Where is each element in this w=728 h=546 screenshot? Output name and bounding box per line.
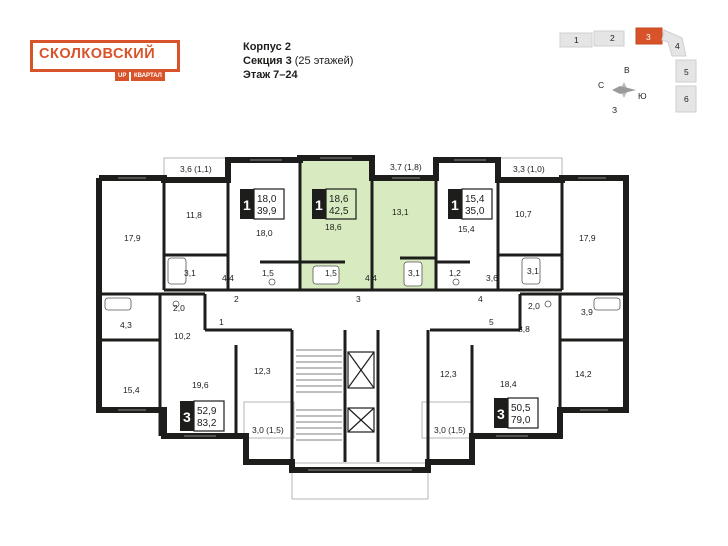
apartment-living: 18,6 — [329, 194, 349, 205]
apartment-total: 83,2 — [197, 418, 217, 429]
room-area: 3,0 (1,5) — [252, 425, 284, 435]
room-area: 10,2 — [174, 331, 191, 341]
room-area: 17,9 — [579, 233, 596, 243]
door-number: 3 — [356, 294, 361, 304]
apartment-rooms: 3 — [183, 409, 191, 425]
stairwell — [296, 349, 342, 441]
floor-label: Этаж 7–24 — [243, 69, 298, 81]
apartment-rooms: 1 — [315, 197, 323, 213]
room-area: 4,4 — [222, 273, 234, 283]
room-area: 11,8 — [186, 210, 202, 220]
door-number: 5 — [489, 317, 494, 327]
bathtub-icon — [167, 257, 187, 285]
apartment-total: 39,9 — [257, 206, 277, 217]
room-area: 3,6 (1,1) — [180, 164, 212, 174]
apartment-living: 52,9 — [197, 406, 217, 417]
apartment-badge[interactable]: 1 18,0 39,9 — [240, 188, 285, 220]
sink-icon — [452, 278, 460, 286]
room-area: 3,7 (1,8) — [390, 162, 422, 172]
apartment-badge[interactable]: 3 52,9 83,2 — [180, 400, 225, 432]
apartment-badge[interactable]: 3 50,5 79,0 — [494, 397, 539, 429]
apartment-living: 50,5 — [511, 403, 531, 414]
apartment-living: 18,0 — [257, 194, 277, 205]
room-area: 3,0 (1,5) — [434, 425, 466, 435]
room-area: 3,1 — [184, 268, 196, 278]
korpus-label: Корпус 2 — [243, 41, 291, 53]
room-area: 18,4 — [500, 379, 517, 389]
apartment-living: 15,4 — [465, 194, 485, 205]
room-area: 14,2 — [575, 369, 592, 379]
room-area: 1,5 — [262, 268, 274, 278]
room-area: 12,3 — [440, 369, 457, 379]
balcony-bottom-left — [243, 401, 295, 439]
room-area: 13,1 — [392, 207, 409, 217]
apartment-total: 42,5 — [329, 206, 349, 217]
room-area: 19,6 — [192, 380, 209, 390]
apartment-rooms: 1 — [243, 197, 251, 213]
brand-logo: СКОЛКОВСКИЙ UP КВАРТАЛ — [30, 40, 180, 81]
room-area: 18,0 — [256, 228, 273, 238]
room-area: 3,3 (1,0) — [513, 164, 545, 174]
entrance-canopy — [291, 462, 429, 500]
bathtub-icon — [521, 257, 541, 285]
sink-icon — [172, 300, 180, 308]
room-area: 2,0 — [173, 303, 185, 313]
floors-note: (25 этажей) — [294, 55, 354, 67]
logo-kvartal-badge: КВАРТАЛ — [131, 72, 165, 81]
room-area: 3,9 — [581, 307, 593, 317]
floor-info: Корпус 2 Секция 3 (25 этажей) Этаж 7–24 — [243, 40, 353, 82]
bathtub-icon — [593, 297, 621, 311]
room-area: 4,4 — [365, 273, 377, 283]
sekciya-label: Секция 3 — [243, 55, 292, 67]
room-area: 15,4 — [123, 385, 140, 395]
apartment-badge[interactable]: 1 18,6 42,5 — [312, 188, 357, 220]
room-area: 18,6 — [325, 222, 342, 232]
apartment-rooms: 3 — [497, 406, 505, 422]
bathtub-icon — [104, 297, 132, 311]
room-area: 3,6 — [486, 273, 498, 283]
bathtub-icon — [403, 261, 423, 287]
room-area: 3,1 — [408, 268, 420, 278]
room-area: 15,4 — [458, 224, 475, 234]
room-area: 2,0 — [528, 301, 540, 311]
room-area: 1,2 — [449, 268, 461, 278]
room-area: 12,3 — [254, 366, 271, 376]
door-number: 4 — [478, 294, 483, 304]
room-area: 4,3 — [120, 320, 132, 330]
apartment-total: 79,0 — [511, 415, 531, 426]
sink-icon — [544, 300, 552, 308]
logo-up-badge: UP — [115, 72, 130, 81]
door-number: 2 — [234, 294, 239, 304]
room-area: 3,1 — [527, 266, 539, 276]
elevator-icon — [347, 351, 375, 433]
bathtub-icon — [312, 265, 340, 285]
room-area: 8,8 — [518, 324, 530, 334]
room-area: 17,9 — [124, 233, 141, 243]
room-area: 10,7 — [515, 209, 532, 219]
room-area: 1,5 — [325, 268, 337, 278]
door-number: 1 — [219, 317, 224, 327]
logo-text: СКОЛКОВСКИЙ — [39, 46, 156, 62]
apartment-total: 35,0 — [465, 206, 485, 217]
sink-icon — [268, 278, 276, 286]
apartment-rooms: 1 — [451, 197, 459, 213]
apartment-badge[interactable]: 1 15,4 35,0 — [448, 188, 493, 220]
